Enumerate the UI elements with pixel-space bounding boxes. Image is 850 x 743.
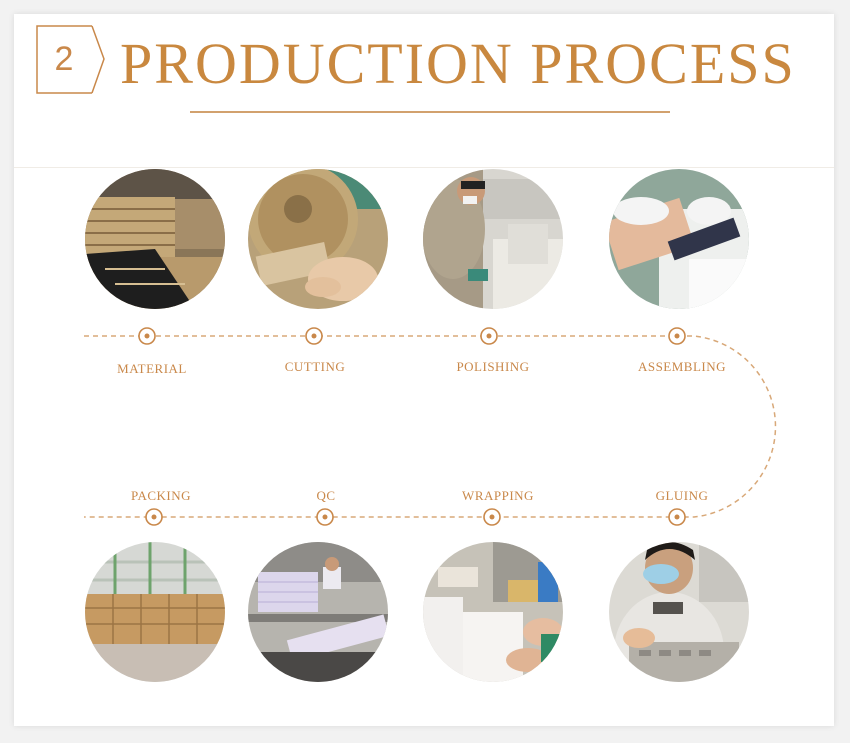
page-title: PRODUCTION PROCESS [120,31,796,96]
photo-assembling [609,169,749,309]
section-header: 2 PRODUCTION PROCESS [14,14,834,168]
photo-gluing [609,542,749,682]
step-label-polishing: POLISHING [456,359,530,374]
step-label-assembling: ASSEMBLING [637,359,727,374]
timeline-marker-qc [316,508,334,526]
timeline-marker-gluing [668,508,686,526]
photo-polishing [423,169,563,309]
timeline-marker-cutting [305,327,323,345]
title-underline [190,111,670,113]
timeline-marker-wrapping [483,508,501,526]
photo-qc [248,542,388,682]
photo-packing [85,542,225,682]
step-label-material: MATERIAL [117,361,187,376]
timeline-marker-material [138,327,156,345]
timeline-marker-assembling [668,327,686,345]
timeline-marker-packing [145,508,163,526]
step-number-frame-icon [36,25,105,94]
production-process-card: 2 PRODUCTION PROCESS [14,14,834,726]
photo-material [85,169,225,309]
photo-wrapping [423,542,563,682]
process-timeline [84,335,777,518]
step-label-cutting: CUTTING [284,359,346,374]
step-label-gluing: GLUING [655,488,709,503]
step-label-wrapping: WRAPPING [462,488,534,503]
step-number: 2 [54,40,74,78]
timeline-marker-polishing [480,327,498,345]
step-label-qc: QC [316,488,336,503]
photo-cutting [248,169,388,309]
step-number-badge: 2 [36,25,105,94]
step-label-packing: PACKING [130,488,192,503]
